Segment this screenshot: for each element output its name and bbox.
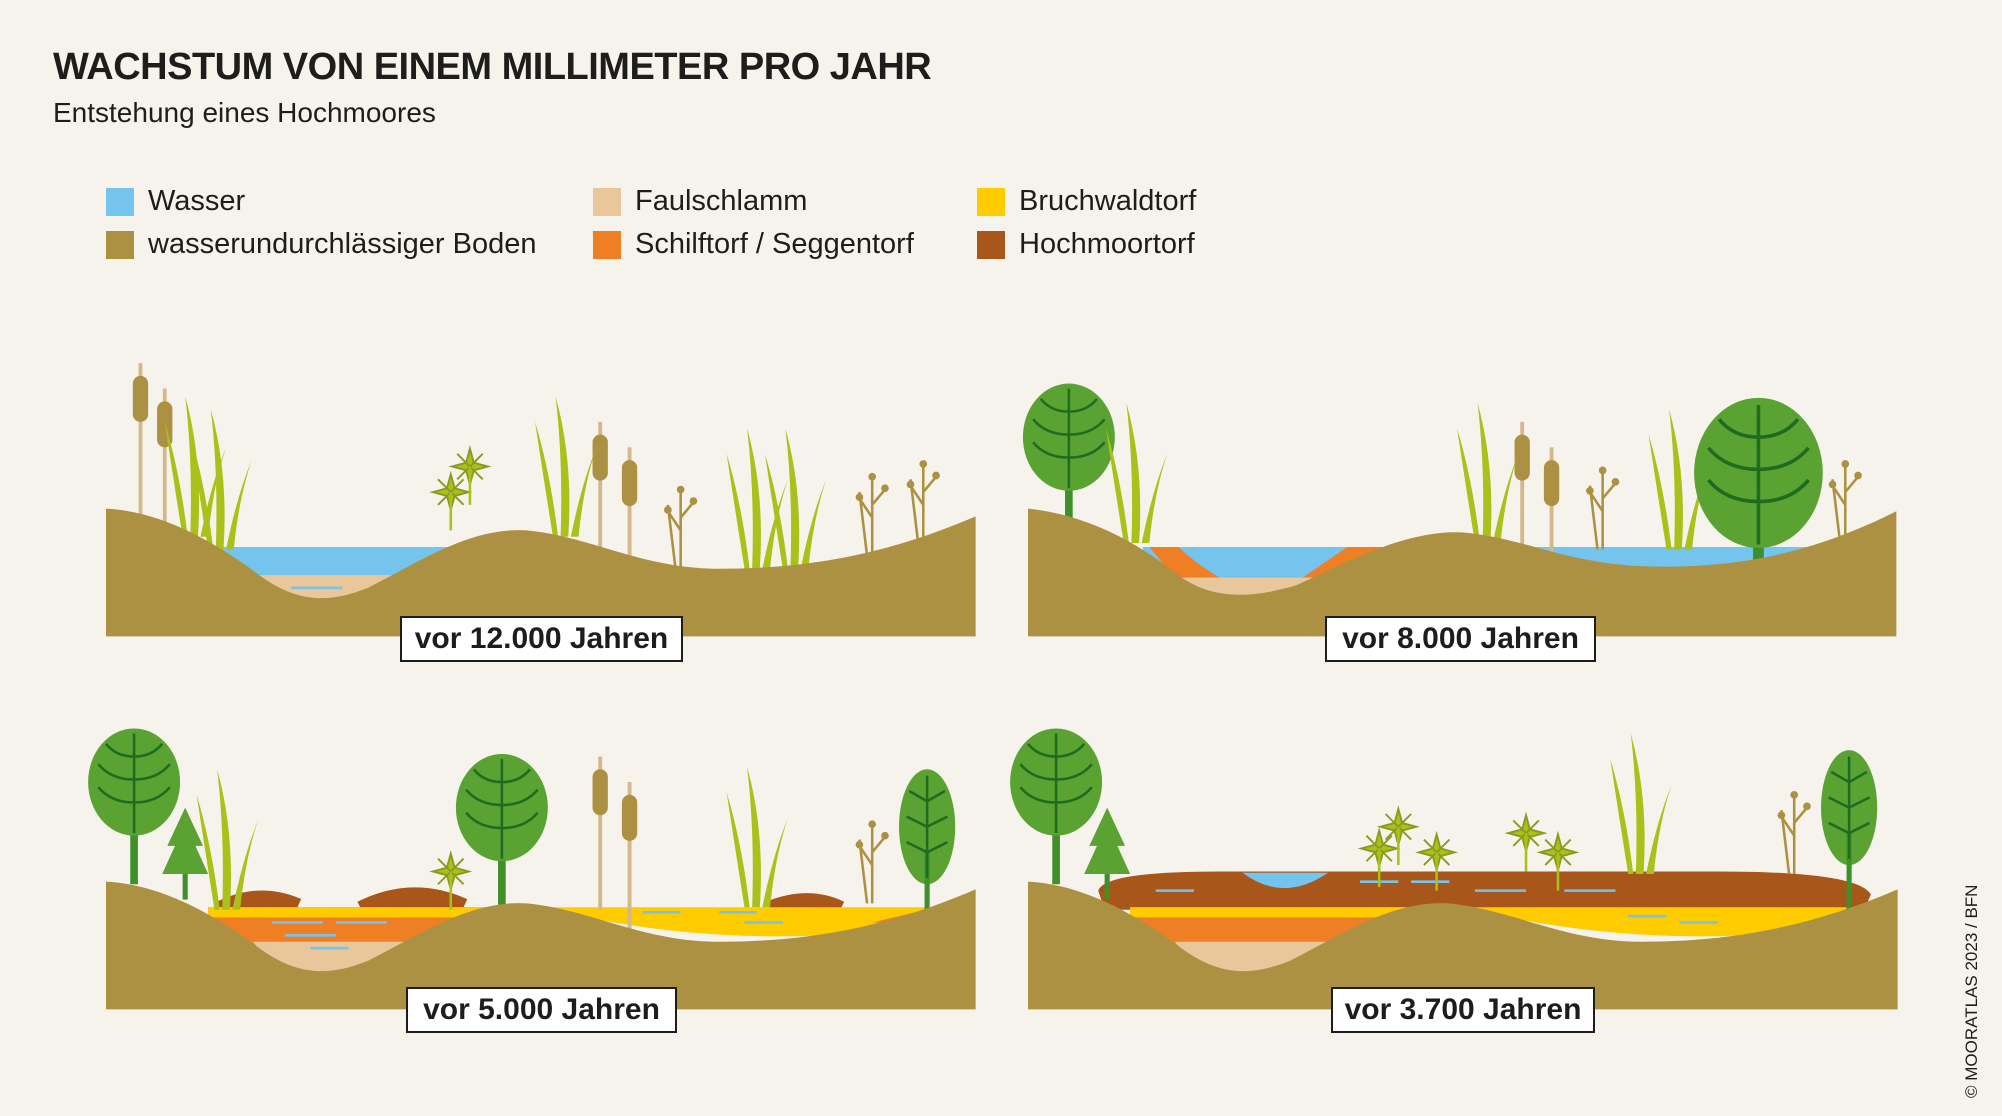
panel-8000 [1021,382,1897,637]
grass-icon [1457,402,1519,544]
legend-label: wasserundurchlässiger Boden [148,228,537,260]
water-pool [1242,872,1329,889]
grass-icon [196,769,258,910]
flower-icon [905,458,942,545]
panel-12000 [106,363,976,637]
legend-item-schilftorf: Schilftorf / Seggentorf [593,228,914,261]
cattail-icon [157,388,173,542]
page-title: WACHSTUM VON EINEM MILLIMETER PRO JAHR [53,46,932,88]
flower-icon [1776,789,1813,876]
credit: © MOORATLAS 2023 / BFN [1962,884,1981,1098]
cattail-icon [592,756,608,910]
legend-item-boden: wasserundurchlässiger Boden [106,228,537,261]
panel-5000 [86,727,976,1010]
grass-icon [764,428,827,569]
bruchwaldtorf-layer [208,907,515,918]
plant-icon [431,473,470,532]
flower-icon [854,471,891,558]
grass-icon [726,766,788,908]
legend-item-faulschlamm: Faulschlamm [593,185,807,218]
legend-swatch [593,230,621,259]
grass-icon [1105,402,1168,544]
legend-label: Schilftorf / Seggentorf [635,228,914,260]
page-subtitle: Entstehung eines Hochmoores [53,97,436,128]
plant-icon [1379,807,1418,867]
panel-label: vor 5.000 Jahren [406,987,677,1033]
plant-icon [451,447,489,506]
legend-swatch [977,187,1005,216]
panel-label: vor 3.700 Jahren [1331,987,1595,1033]
tree-icon [86,727,182,886]
legend-item-hochmoortorf: Hochmoortorf [977,228,1195,261]
grass-icon [535,396,597,537]
legend-swatch [106,187,134,216]
grass-icon [190,409,252,550]
legend-swatch [593,187,621,216]
grass-icon [1610,733,1672,875]
flower-icon [662,484,699,570]
legend-label: Bruchwaldtorf [1019,185,1197,217]
panel-3700 [1008,727,1898,1010]
tree-icon [1008,727,1104,886]
flower-icon [854,819,891,905]
ground-layer [1028,508,1897,637]
panel-label: vor 8.000 Jahren [1325,616,1596,662]
legend-swatch [977,230,1005,259]
bruchwaldtorf-layer [1130,907,1437,918]
legend-label: Hochmoortorf [1019,228,1195,260]
bruchwaldtorf-layer [540,907,937,937]
tree-icon [454,752,550,912]
flower-icon [1584,465,1621,551]
legend-item-wasser: Wasser [106,185,245,218]
legend-label: Wasser [148,185,246,217]
panel-label: vor 12.000 Jahren [400,616,683,662]
ground-layer [106,881,976,1010]
legend-swatch [106,230,134,259]
ground-layer [1028,881,1898,1010]
legend-label: Faulschlamm [635,185,808,217]
cattail-icon [132,363,149,517]
grass-icon [726,428,788,569]
ground-layer [106,508,976,637]
bruchwaldtorf-layer [1462,907,1865,937]
legend-item-bruchwaldtorf: Bruchwaldtorf [977,185,1196,218]
plant-icon [1507,814,1545,873]
